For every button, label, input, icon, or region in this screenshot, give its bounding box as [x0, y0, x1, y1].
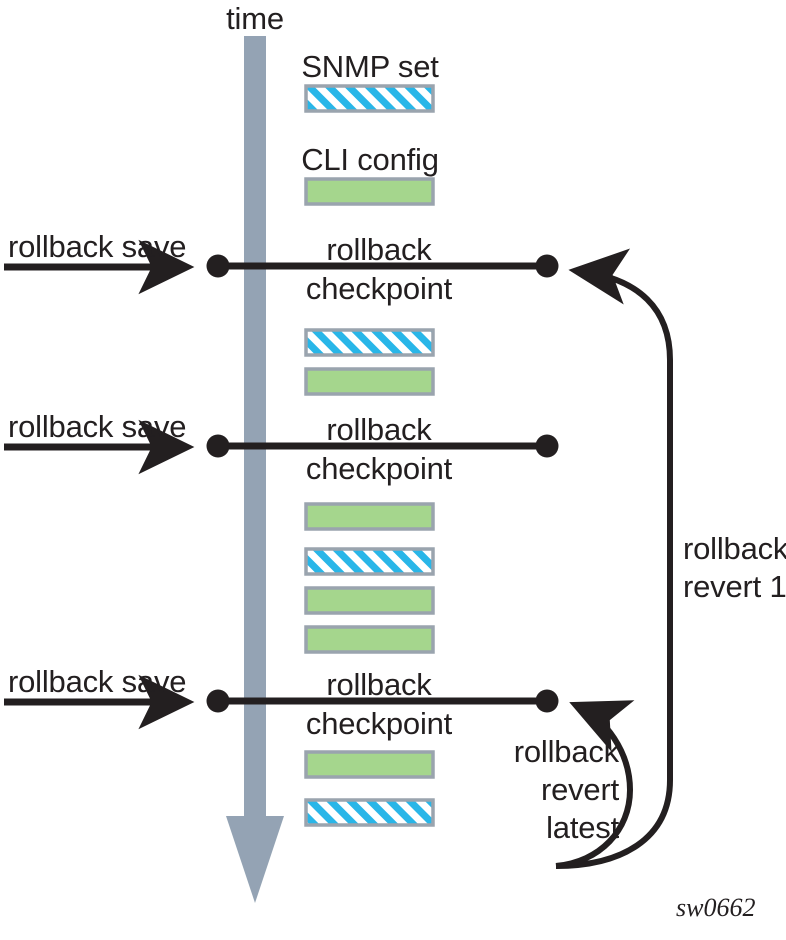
checkpoint-3-label-line2: checkpoint: [305, 706, 453, 741]
event-box-cli-3: [304, 586, 435, 615]
revert-1-arrow: [555, 248, 673, 869]
event-box-snmp-2: [304, 547, 435, 576]
checkpoint-2-trigger-label: rollback save: [8, 409, 187, 444]
event-box-cli-4: [304, 625, 435, 654]
legend-swatch-snmp-set: [304, 84, 435, 113]
checkpoint-2-line: [206, 434, 559, 458]
checkpoint-1-label-line1: rollback: [326, 232, 432, 267]
revert-latest-label-line1: rollback: [513, 734, 619, 769]
revert-latest-arrow: [555, 700, 635, 869]
event-box-cli-5: [304, 750, 435, 779]
checkpoint-2-label-line1: rollback: [326, 412, 432, 447]
checkpoint-1-line: [206, 254, 559, 278]
time-axis-label: time: [226, 1, 284, 36]
event-box-cli-2: [304, 502, 435, 531]
checkpoint-1-trigger-label: rollback save: [8, 229, 187, 264]
event-box-snmp-1: [304, 328, 435, 357]
legend-label-cli-config: CLI config: [301, 142, 439, 177]
revert-1-label-line1: rollback: [683, 531, 786, 566]
legend-label-snmp-set: SNMP set: [301, 49, 439, 84]
revert-latest-label-line2: revert: [540, 772, 619, 807]
legend-swatch-cli-config: [304, 177, 435, 206]
figure-credit: sw0662: [676, 893, 756, 922]
event-box-cli-1: [304, 367, 435, 396]
checkpoint-3-trigger-label: rollback save: [8, 664, 187, 699]
checkpoint-1-label-line2: checkpoint: [305, 271, 453, 306]
event-box-snmp-3: [304, 798, 435, 827]
time-axis: [226, 36, 284, 903]
revert-1-label-line2: revert 1: [683, 569, 786, 604]
revert-latest-label-line3: latest: [546, 810, 619, 845]
checkpoint-3-line: [206, 689, 559, 713]
checkpoint-2-label-line2: checkpoint: [305, 451, 453, 486]
checkpoint-3-label-line1: rollback: [326, 667, 432, 702]
